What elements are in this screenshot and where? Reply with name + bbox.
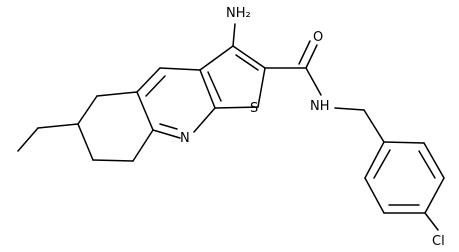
bond-c7a-c3a-inner	[207, 71, 222, 102]
bond-c4a-c8a	[136, 91, 154, 131]
bond-c8-c8a	[132, 129, 154, 162]
bond-c4a-c5	[96, 91, 138, 97]
bond-c7-c8	[92, 159, 134, 162]
bond-n-c7a	[193, 107, 216, 133]
bond-c3-c2-inner	[235, 54, 259, 71]
atom-labels: NH₂ O S N NH Cl	[180, 6, 445, 249]
bond-c8a-n	[152, 129, 181, 139]
bond-b3-b4	[424, 177, 445, 214]
carbonyl-oxygen-label: O	[313, 30, 323, 45]
bond-c3-c2	[232, 45, 266, 69]
bond-c7a-c3a	[199, 69, 216, 109]
bond-c-cl	[424, 212, 439, 231]
bond-c8a-n-inner	[159, 123, 178, 130]
thiophene-sulfur-label: S	[250, 101, 258, 116]
bond-c6-c7	[77, 123, 94, 161]
bond-b6-b1	[364, 141, 385, 179]
amide-nh-label: NH	[310, 99, 330, 114]
bond-c5-c6	[77, 95, 98, 125]
amine-label: NH₂	[226, 6, 251, 21]
bond-b6-b1-inner	[373, 149, 391, 179]
bond-amine	[232, 23, 236, 47]
bond-c4-c4a-inner	[145, 75, 166, 97]
bond-b5-b6	[364, 177, 385, 214]
bond-c3a-c4	[159, 67, 201, 71]
bond-b2-b3	[423, 142, 445, 179]
bond-c2-s	[257, 67, 266, 108]
bond-carbonyl-n	[305, 67, 322, 96]
bond-ethyl-ch3	[17, 127, 39, 152]
chlorine-label: Cl	[432, 234, 445, 249]
bond-s-c7a	[214, 106, 259, 109]
pyridine-nitrogen-label: N	[180, 131, 190, 146]
bond-carbonyl-o	[305, 44, 318, 69]
bond-b2-b3-inner	[418, 150, 436, 179]
bond-n-ch2	[334, 107, 365, 111]
bond-carbonyl-o-double	[298, 40, 311, 65]
bond-b1-b2	[383, 141, 425, 144]
bond-c4-c4a	[136, 67, 161, 93]
bond-c3a-c3	[199, 45, 234, 71]
bonds	[17, 23, 445, 231]
bond-c6-ethyl	[37, 123, 79, 129]
bond-ch2-ring	[363, 109, 385, 143]
